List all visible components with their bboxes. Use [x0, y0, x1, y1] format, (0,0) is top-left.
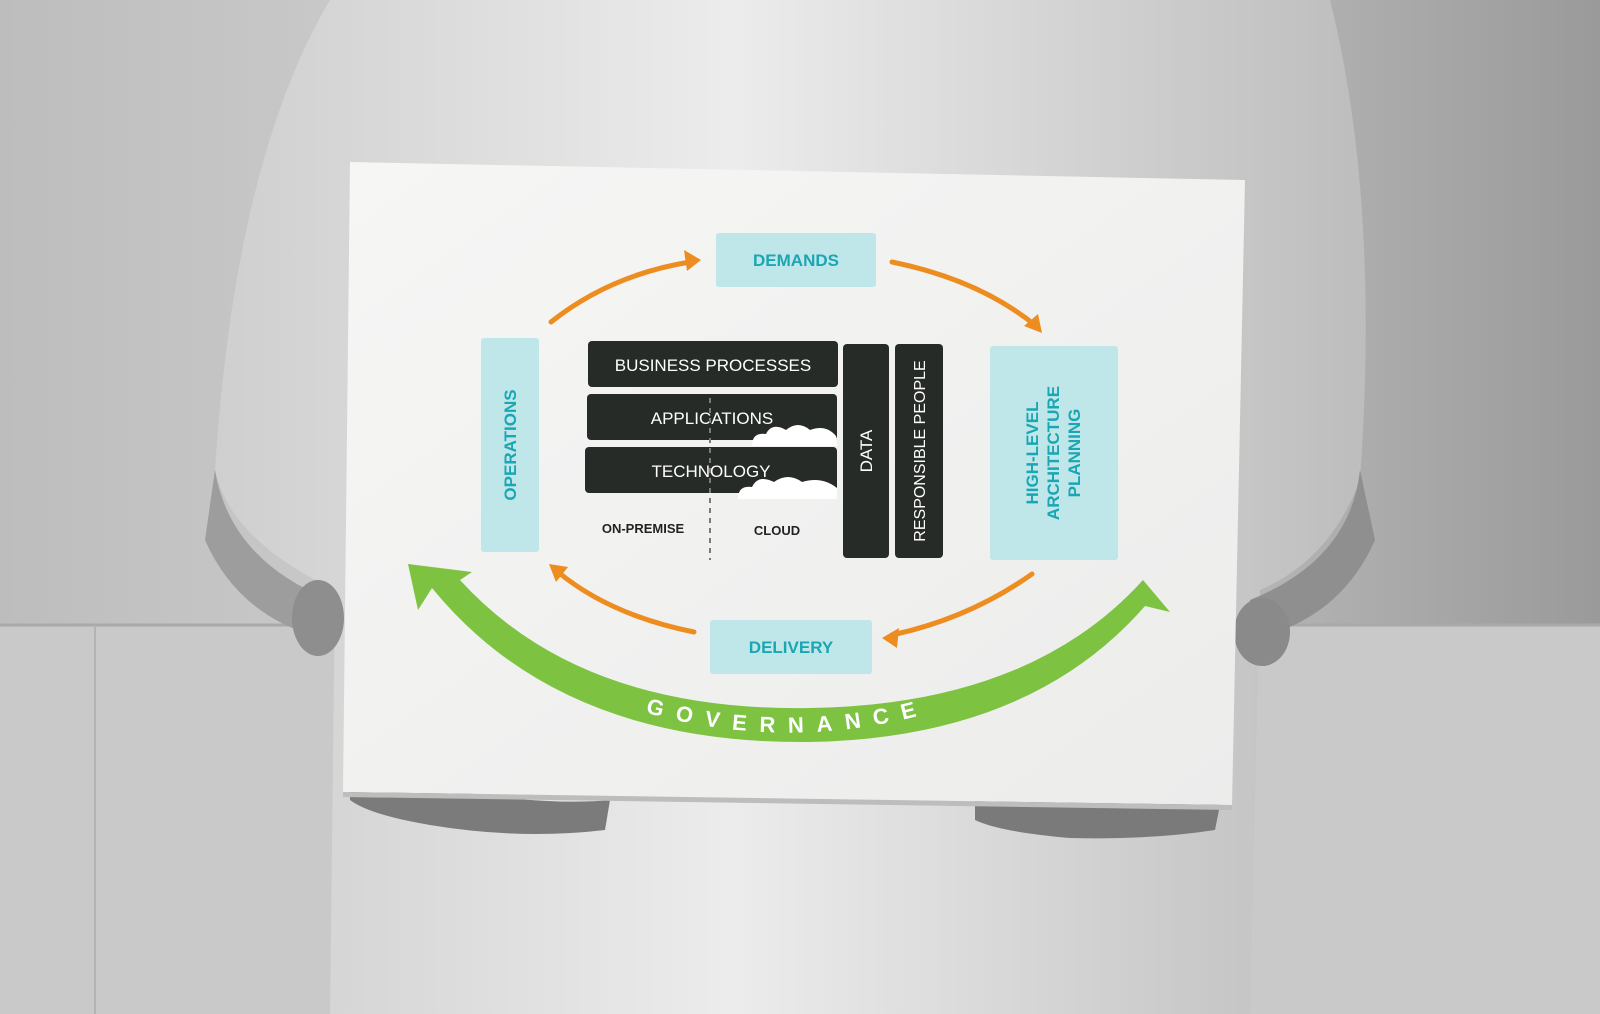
arrow-delivery-to-operations: [555, 569, 697, 635]
arrowhead-operations: [549, 564, 568, 582]
delivery-label: DELIVERY: [749, 638, 834, 657]
responsible-people-label: RESPONSIBLE PEOPLE: [912, 360, 929, 541]
arrow-operations-to-demands: [548, 259, 693, 325]
architecture-planning-line-3: PLANNING: [1065, 409, 1084, 498]
governance-arrow: [408, 564, 1170, 743]
cycle-arrowheads: [549, 250, 1042, 648]
applications-label: APPLICATIONS: [651, 409, 774, 428]
paper-shadow-edge: [343, 792, 1232, 810]
technology-cloud-icon: [738, 477, 837, 499]
cycle-arrows: [548, 259, 1039, 638]
data-block: [843, 344, 889, 558]
architecture-planning-box: [990, 346, 1118, 560]
data-label: DATA: [857, 429, 876, 472]
demands-label: DEMANDS: [753, 251, 839, 270]
architecture-planning-line-1: HIGH-LEVEL: [1023, 402, 1042, 505]
applications-cloud-icon: [752, 425, 837, 446]
business-processes-block: [588, 341, 838, 387]
right-thumb: [1234, 598, 1290, 666]
right-arm: [1250, 470, 1375, 640]
arrow-demands-to-planning: [889, 259, 1039, 329]
cloud-label: CLOUD: [754, 523, 800, 538]
business-processes-label: BUSINESS PROCESSES: [615, 356, 812, 375]
operations-label: OPERATIONS: [501, 389, 520, 500]
arrowhead-delivery: [882, 628, 899, 648]
architecture-planning-label: HIGH-LEVEL ARCHITECTURE PLANNING: [1023, 386, 1084, 520]
arrowhead-demands: [684, 250, 701, 271]
demands-box: [716, 233, 876, 287]
left-thumb: [292, 580, 344, 656]
arrow-planning-to-delivery: [889, 571, 1035, 638]
operations-box: [481, 338, 539, 552]
on-premise-label: ON-PREMISE: [602, 521, 685, 536]
delivery-box: [710, 620, 872, 674]
responsible-people-block: [895, 344, 943, 558]
architecture-planning-line-2: ARCHITECTURE: [1044, 386, 1063, 520]
arrowhead-planning: [1024, 314, 1042, 333]
